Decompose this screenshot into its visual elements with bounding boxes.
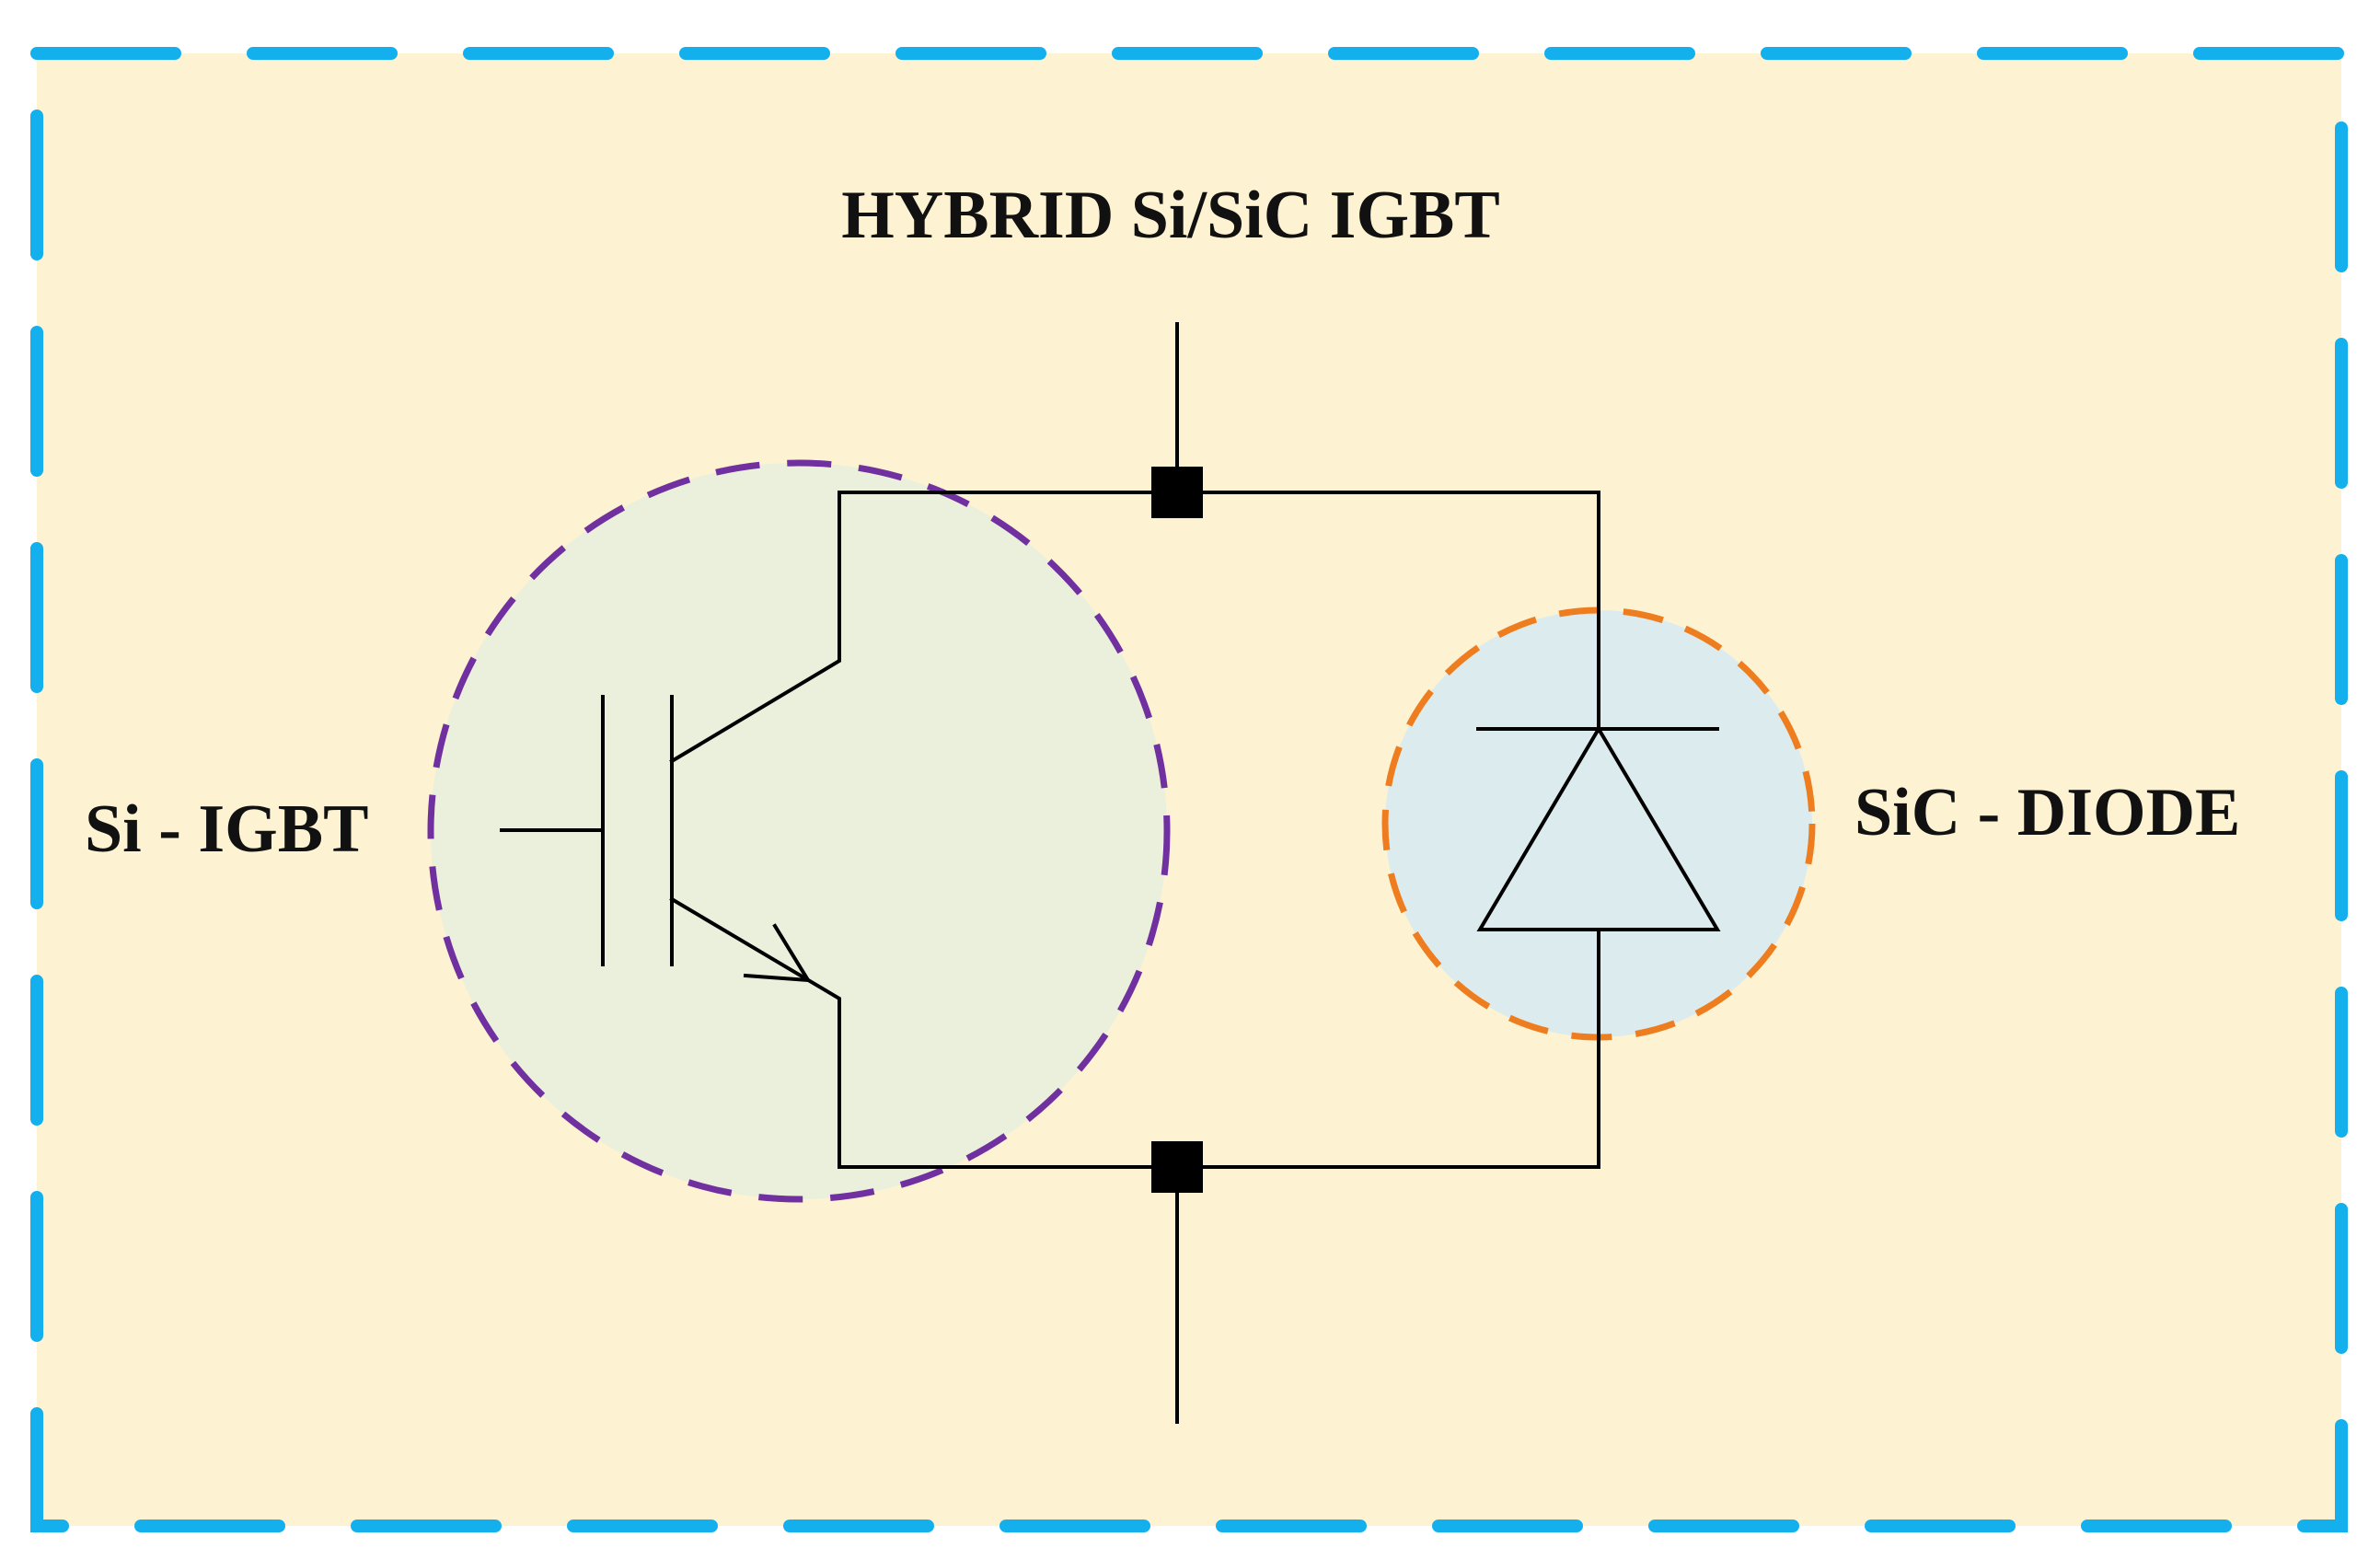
diode-label: SiC - DIODE <box>1854 775 2240 850</box>
top-junction-node <box>1151 467 1203 518</box>
circuit-wiring <box>500 322 1721 1424</box>
hybrid-module-border <box>30 47 2348 1532</box>
diode-triangle <box>1476 725 1721 931</box>
igbt-region-circle <box>427 459 1171 1203</box>
diagram-title: HYBRID Si/SiC IGBT <box>841 178 1500 253</box>
bottom-junction-node <box>1151 1141 1203 1193</box>
diagram-background <box>37 53 2341 1526</box>
igbt-label: Si - IGBT <box>85 792 368 867</box>
igbt-emitter-lead <box>669 896 841 1169</box>
igbt-emitter-arrow <box>743 923 812 983</box>
igbt-collector-lead <box>669 491 841 764</box>
